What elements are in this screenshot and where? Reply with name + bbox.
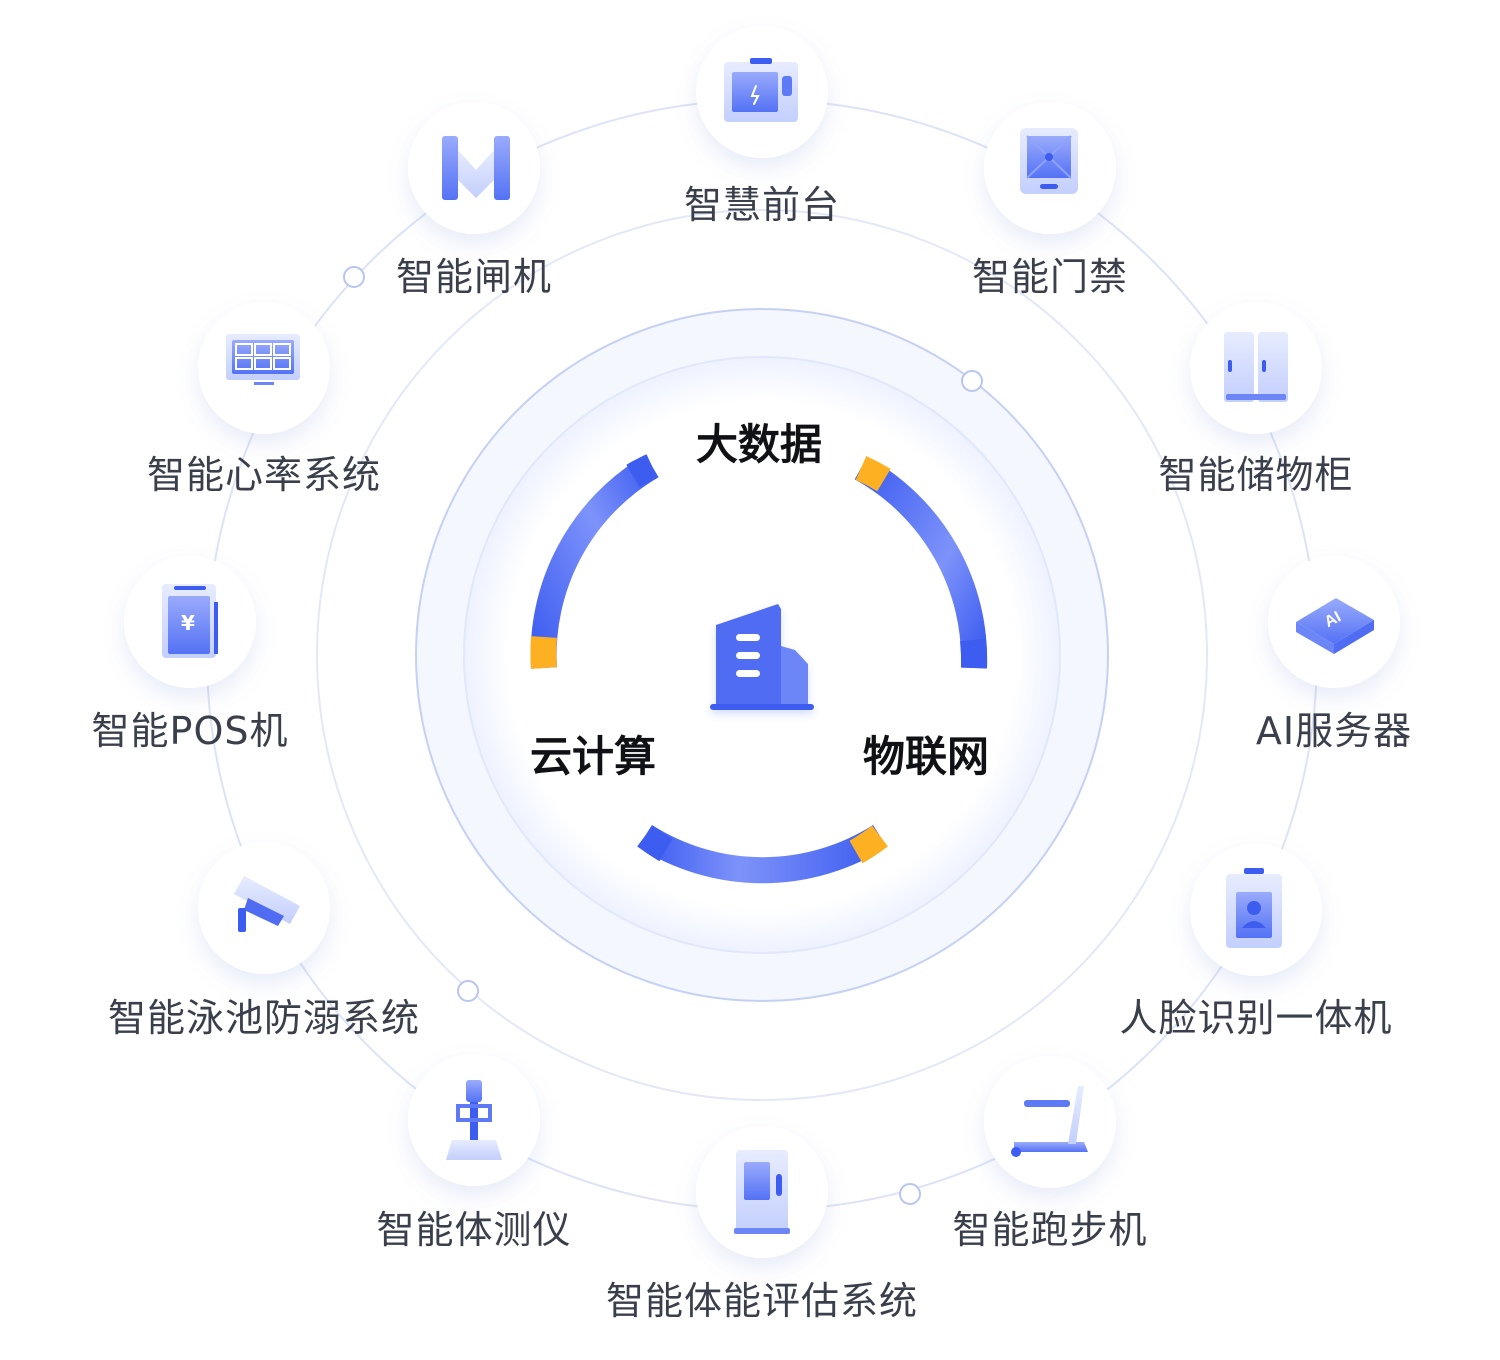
label-fitness-eval: 智能体能评估系统 (605, 1279, 919, 1323)
device-access[interactable] (984, 102, 1116, 234)
body-scale-icon (446, 1080, 502, 1160)
middle-orbit-ring (316, 209, 1208, 1101)
pos-currency-label: ¥ (181, 611, 195, 635)
device-gate[interactable] (408, 102, 540, 234)
orbit-node (899, 1183, 921, 1205)
orbit-nodes (343, 266, 983, 1205)
device-treadmill[interactable] (984, 1056, 1116, 1188)
label-body-measure: 智能体测仪 (376, 1208, 572, 1252)
device-face[interactable] (1190, 844, 1322, 976)
central-hub (415, 308, 1109, 1002)
reception-kiosk-icon (724, 58, 798, 122)
monitor-grid-icon (226, 334, 300, 385)
device-locker[interactable] (1190, 302, 1322, 434)
ai-chip-icon: AI (1296, 598, 1374, 654)
face-id-terminal-icon (1226, 868, 1282, 948)
ai-chip-label: AI (1322, 609, 1344, 632)
orbit-node (457, 980, 479, 1002)
core-label-iot: 物联网 (862, 732, 990, 781)
label-heart-rate: 智能心率系统 (146, 453, 382, 497)
device-fitness-eval[interactable] (696, 1126, 828, 1258)
treadmill-icon (1011, 1086, 1088, 1157)
arc-bigdata-cap (849, 825, 888, 864)
device-heart-rate[interactable] (198, 302, 330, 434)
pos-terminal-icon: ¥ (162, 584, 218, 658)
device-body-measure[interactable] (408, 1054, 540, 1186)
arc-cloud-end (626, 454, 658, 488)
building-icon (710, 604, 814, 710)
label-face: 人脸识别一体机 (1119, 996, 1393, 1040)
label-pos: 智能POS机 (91, 709, 289, 753)
assessment-kiosk-icon (734, 1150, 790, 1234)
device-pos[interactable]: ¥ (124, 556, 256, 688)
device-ai-server[interactable]: AI (1268, 556, 1400, 688)
device-circles: AI (124, 26, 1400, 1258)
arc-cloud (530, 454, 659, 669)
label-pool: 智能泳池防溺系统 (107, 996, 421, 1040)
orbit-node (343, 266, 365, 288)
device-pool[interactable] (198, 842, 330, 974)
label-locker: 智能储物柜 (1158, 453, 1354, 497)
core-label-big-data: 大数据 (695, 420, 823, 469)
arc-iot (854, 456, 988, 669)
arc-bigdata-start (637, 825, 673, 862)
label-ai-server: AI服务器 (1255, 709, 1413, 753)
label-front-desk: 智慧前台 (683, 183, 841, 227)
device-front-desk[interactable] (696, 26, 828, 158)
arc-iot-cap (855, 456, 891, 492)
label-treadmill: 智能跑步机 (952, 1208, 1148, 1252)
security-camera-icon (234, 876, 300, 932)
locker-icon (1224, 332, 1288, 402)
access-panel-icon (1020, 128, 1078, 194)
core-label-cloud-computing: 云计算 (529, 732, 657, 781)
turnstile-gate-icon (442, 136, 510, 200)
arc-cloud-cap (530, 636, 557, 669)
label-gate: 智能闸机 (395, 255, 553, 299)
label-access: 智能门禁 (971, 255, 1129, 299)
arc-bigdata (638, 824, 887, 884)
arc-iot-end (960, 638, 988, 669)
orbit-node (961, 370, 983, 392)
